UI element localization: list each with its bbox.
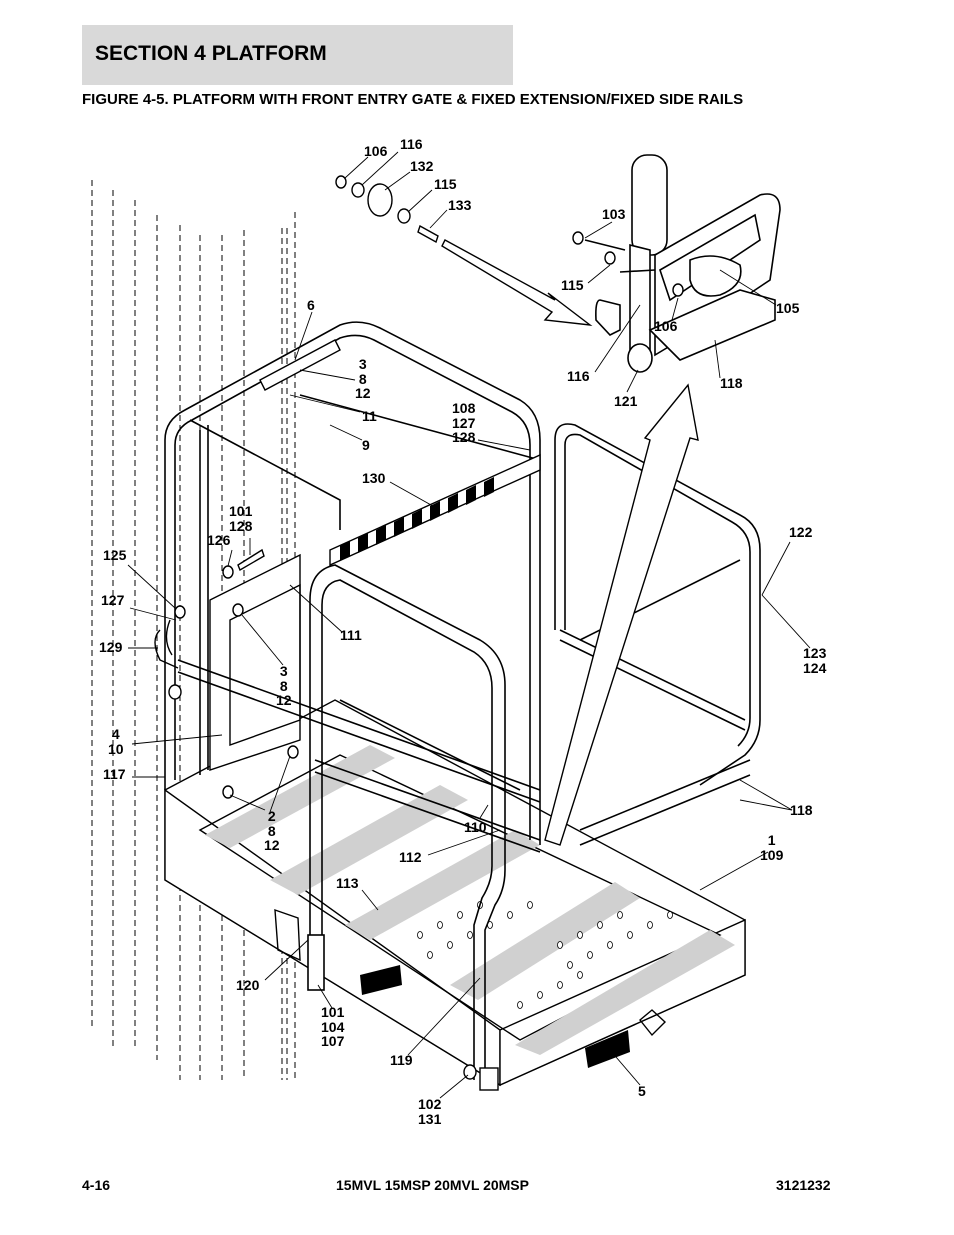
callout-122: 122 [789,524,813,540]
callout-6: 6 [307,297,315,313]
callout-130: 130 [362,470,386,486]
callout-101-104-107: 101 104 107 [321,1004,345,1049]
callout-111: 111 [340,627,362,643]
callout-115-detail: 115 [561,277,584,293]
callout-5: 5 [638,1083,646,1099]
model-list: 15MVL 15MSP 20MVL 20MSP [336,1177,529,1193]
callout-120: 120 [236,977,260,993]
callout-1-109: 1 109 [760,832,784,863]
callout-3-8-12-top: 3 8 12 [355,356,371,401]
entry-gate [307,564,541,1080]
callout-126: 126 [207,532,231,548]
detail-inset [584,154,781,373]
detail-arrows [441,239,699,846]
callout-132: 132 [410,158,434,174]
exploded-hardware [168,175,684,1091]
callout-103: 103 [602,206,626,222]
callout-125: 125 [103,547,127,563]
callout-106-detail: 106 [654,318,678,334]
callout-116-detail: 116 [567,368,590,384]
section-header: SECTION 4 PLATFORM [82,25,513,85]
callout-115: 115 [434,176,457,192]
page-number: 4-16 [82,1177,111,1193]
callout-11: 11 [362,408,377,424]
callout-105: 105 [776,300,800,316]
callout-3-8-12-mid: 3 8 12 [276,663,292,708]
stripe-bar [329,453,541,567]
callout-118-detail: 118 [720,375,743,391]
callout-4-10: 4 10 [108,726,124,757]
callout-123-124: 123 124 [803,645,827,676]
section-title: SECTION 4 PLATFORM [95,42,327,65]
top-handle [154,339,341,669]
callout-106: 106 [364,143,388,159]
side-decal [274,908,301,962]
callout-129: 129 [99,639,123,655]
callout-127: 127 [101,592,125,608]
callout-9: 9 [362,437,370,453]
callout-133: 133 [448,197,472,213]
document-number: 3121232 [776,1177,831,1193]
callout-102-131: 102 131 [418,1096,442,1127]
callout-119: 119 [390,1052,413,1068]
callout-2-8-12: 2 8 12 [264,808,280,853]
callout-110: 110 [464,819,487,835]
callout-113: 113 [336,875,359,891]
callout-121: 121 [614,393,638,409]
callout-101-128: 101 128 [229,503,253,534]
diamond-decal [639,1009,667,1037]
jlg-logo [360,965,630,1068]
callout-117: 117 [103,766,126,782]
leader-lines [127,151,811,1099]
callout-116: 116 [400,136,423,152]
figure-title: FIGURE 4-5. PLATFORM WITH FRONT ENTRY GA… [82,91,744,108]
callout-112: 112 [399,849,422,865]
callout-108-127-128: 108 127 128 [452,400,476,445]
callout-118: 118 [790,802,813,818]
